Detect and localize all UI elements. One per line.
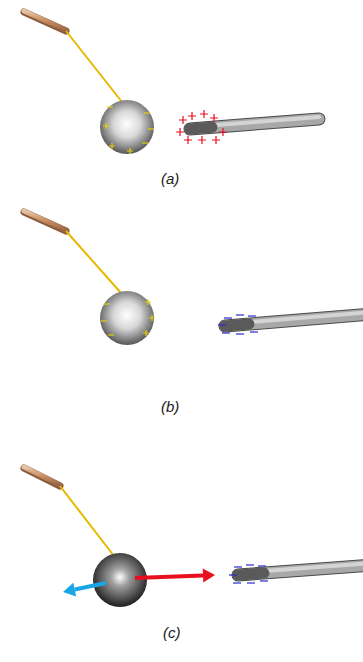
- minus-charge: [234, 566, 242, 567]
- thread: [66, 231, 121, 293]
- plus-charge: [143, 330, 149, 336]
- minus-charge: [248, 315, 256, 316]
- minus-charge: [258, 565, 266, 566]
- plus-charge: [103, 123, 109, 129]
- minus-charge: [218, 324, 226, 325]
- minus-charge: [107, 106, 113, 107]
- minus-charge: [247, 582, 255, 583]
- minus-charge: [222, 332, 230, 333]
- plus-charge: [198, 136, 206, 144]
- minus-charge: [229, 574, 237, 575]
- metal-sphere: [100, 100, 154, 154]
- minus-charge: [144, 112, 150, 113]
- plus-charge: [145, 299, 151, 305]
- plus-charge: [176, 128, 184, 136]
- holder-rod: [24, 11, 66, 30]
- minus-charge: [148, 128, 154, 129]
- minus-charge: [142, 142, 148, 143]
- panel-label: (c): [163, 624, 181, 641]
- minus-charge: [104, 303, 110, 304]
- plus-charge: [200, 110, 208, 118]
- holder-rod: [24, 211, 66, 230]
- minus-charge: [236, 314, 244, 315]
- force-arrow: [63, 583, 76, 597]
- rod-tip: [225, 324, 249, 326]
- plus-charge: [184, 136, 192, 144]
- minus-charge: [250, 331, 258, 332]
- holder-rod: [24, 12, 66, 31]
- force-arrow: [135, 575, 203, 578]
- metal-sphere: [100, 291, 154, 345]
- metal-sphere: [93, 553, 147, 607]
- plus-charge: [179, 116, 187, 124]
- minus-charge: [236, 333, 244, 334]
- plus-charge: [188, 112, 196, 120]
- force-arrow: [75, 583, 106, 590]
- thread: [66, 31, 122, 102]
- force-arrow: [203, 568, 215, 582]
- plus-charge: [109, 143, 115, 149]
- plus-charge: [149, 315, 155, 321]
- rod-tip: [190, 127, 212, 129]
- minus-charge: [108, 334, 114, 335]
- plus-charge: [127, 148, 133, 154]
- minus-charge: [101, 320, 107, 321]
- plus-charge: [212, 136, 220, 144]
- holder-rod: [24, 212, 66, 231]
- holder-rod: [24, 468, 60, 486]
- minus-charge: [224, 317, 232, 318]
- thread: [60, 486, 114, 556]
- minus-charge: [246, 564, 254, 565]
- rod-tip: [238, 573, 264, 575]
- minus-charge: [233, 582, 241, 583]
- holder-rod: [24, 467, 60, 485]
- panel-label: (b): [161, 398, 179, 415]
- plus-charge: [210, 114, 218, 122]
- plus-charge: [219, 128, 227, 136]
- minus-charge: [260, 580, 268, 581]
- panel-label: (a): [161, 170, 179, 187]
